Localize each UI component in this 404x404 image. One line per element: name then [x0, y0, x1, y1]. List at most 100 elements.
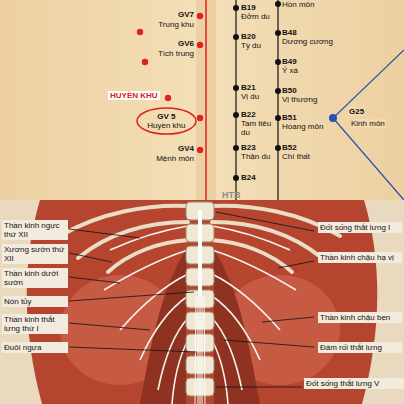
point-code: B52 [282, 143, 297, 152]
point-code: GV7 [150, 10, 194, 19]
point-name: Chí thất [282, 152, 310, 161]
point-name: Vị thương [282, 95, 318, 104]
leader-line [69, 347, 196, 352]
leader-line [224, 340, 314, 347]
nerve [172, 340, 188, 404]
cauda-equina [202, 296, 203, 404]
cauda-equina [195, 296, 196, 404]
psoas-muscle [140, 250, 186, 404]
acupoint-dot [233, 145, 239, 151]
anatomy-label: Đuôi ngựa [2, 342, 68, 353]
point-name: Vị du [241, 92, 259, 101]
bladder-line-inner [235, 0, 236, 200]
leader-line [216, 387, 302, 388]
point-code: B49 [282, 57, 297, 66]
acupoint-dot [197, 115, 203, 121]
acupoint-dot [142, 59, 148, 65]
leader-line [69, 323, 150, 330]
leader-line [69, 292, 194, 301]
acupoint-dot [275, 145, 281, 151]
rib [78, 222, 188, 258]
acupoint-dot [275, 59, 281, 65]
point-code: GV6 [150, 39, 194, 48]
point-name: Dương cương [282, 37, 333, 46]
cauda-equina [198, 296, 199, 404]
ellipse-outline [137, 108, 196, 134]
point-code: GV4 [150, 144, 194, 153]
acupoint-dot [275, 30, 281, 36]
skin-ground [0, 0, 404, 200]
acupoint-dot [197, 13, 203, 19]
acupoint-dot [275, 115, 281, 121]
acupoint-dot [197, 147, 203, 153]
acupoint-dot [329, 114, 337, 122]
leader-line [69, 253, 112, 262]
highlight-ellipse: GV 5Huyền khu [136, 107, 197, 135]
point-code: B48 [282, 28, 297, 37]
nerve [120, 274, 188, 330]
anatomy-ground [0, 200, 404, 404]
watermark: HTB [222, 190, 241, 200]
acupoint-dot [233, 112, 239, 118]
anatomy-label: Nón tủy [2, 296, 68, 307]
nerve [158, 318, 188, 390]
anatomy-label: Xương sườn thứ XII [2, 244, 68, 264]
acupoint-dot [275, 88, 281, 94]
point-name: Ý xá [282, 66, 298, 75]
rib [108, 240, 188, 272]
point-name: Đởm du [241, 12, 270, 21]
leader-line [262, 317, 314, 322]
acupoint-dot [275, 1, 281, 7]
anatomy-label: Đốt sống thắt lưng V [304, 378, 404, 389]
point-code: B19 [241, 3, 256, 12]
point-name: Trung khu [150, 20, 194, 29]
point-code: B24 [241, 173, 256, 182]
point-code: B22 [241, 110, 256, 119]
psoas-muscle [214, 250, 260, 404]
point-code: GV 5 [147, 112, 186, 121]
anatomy-label: Đám rối thắt lưng [318, 342, 402, 353]
anatomy-label: Thần kinh chậu hạ vị [318, 252, 402, 263]
anatomy-label: Thần kinh dưới sườn [2, 268, 68, 288]
point-code: B50 [282, 86, 297, 95]
acupoint-dot [165, 95, 171, 101]
leader-line [278, 261, 314, 268]
point-name: Tam tiêu du [241, 119, 273, 137]
spine-groove [196, 0, 216, 200]
point-name: Kinh môn [350, 119, 386, 128]
cauda-equina [204, 296, 205, 404]
anatomy-label: Thần kinh chậu bẹn [318, 312, 402, 323]
acupoint-dot [233, 5, 239, 11]
point-name: Tỳ du [241, 41, 261, 50]
highlight-title: HUYỀN KHU [108, 91, 160, 100]
acupoint-dot [137, 29, 143, 35]
spinal-cord [198, 210, 202, 296]
point-name: Thận du [241, 152, 270, 161]
point-name: Hoang môn [282, 122, 323, 131]
point-code: B51 [282, 113, 297, 122]
leader-line [69, 277, 120, 283]
nerve [110, 226, 188, 250]
point-code: G25 [348, 107, 365, 116]
rib-edge-line [333, 50, 404, 200]
point-name: Hồn môn [282, 0, 314, 9]
governor-meridian [205, 0, 207, 200]
acupoint-dot [233, 175, 239, 181]
nerve [104, 250, 188, 290]
ellipse-text: GV 5Huyền khu [147, 112, 186, 130]
point-code: B20 [241, 32, 256, 41]
point-code: B23 [241, 143, 256, 152]
acupoint-dot [197, 42, 203, 48]
acupoint-dot [233, 34, 239, 40]
point-name: Huyền khu [147, 121, 186, 130]
leader-line [216, 212, 314, 231]
nerve [212, 226, 296, 404]
leader-line [69, 229, 140, 238]
point-code: B21 [241, 83, 256, 92]
anatomy-label: Đốt sống thắt lưng I [318, 222, 402, 233]
point-name: Mệnh môn [150, 154, 194, 163]
anatomy-label: Thần kinh ngực thứ XII [2, 220, 68, 240]
anatomy-label: Thần kinh thắt lưng thứ I [2, 314, 68, 334]
acupoint-dot [233, 85, 239, 91]
